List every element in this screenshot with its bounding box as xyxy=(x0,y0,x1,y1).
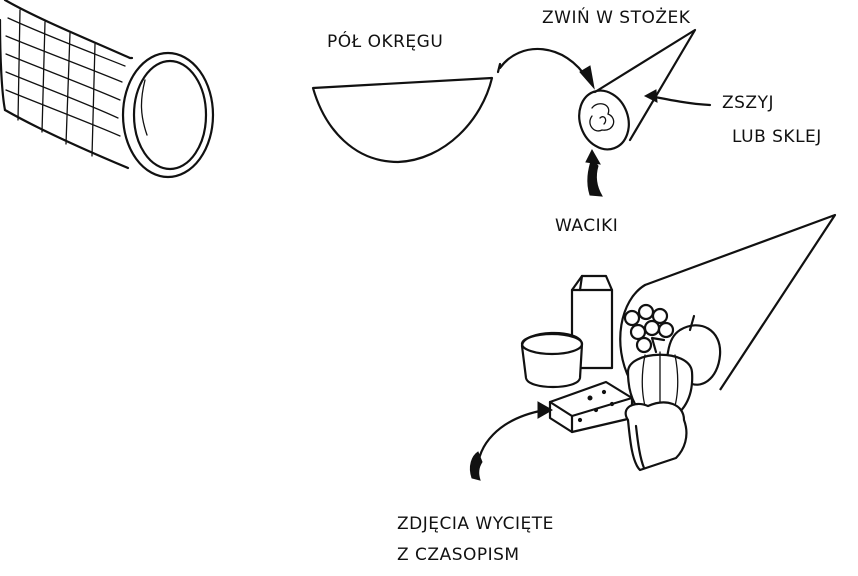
arrow-photos-icon xyxy=(469,401,554,481)
label-photos-line2: Z CZASOPISM xyxy=(397,545,520,565)
wicker-cornucopia-icon xyxy=(0,0,215,179)
half-circle-shape-icon xyxy=(311,76,494,164)
label-roll-cone: ZWIŃ W STOŻEK xyxy=(542,8,691,28)
arrow-cotton-icon xyxy=(585,148,603,197)
arrow-to-cone-icon xyxy=(496,47,595,90)
label-photos-line1: ZDJĘCIA WYCIĘTE xyxy=(397,514,554,534)
label-half-circle: PÓŁ OKRĘGU xyxy=(327,32,444,52)
paper-cone-icon xyxy=(578,28,697,151)
label-sew-line2: LUB SKLEJ xyxy=(732,127,822,147)
label-sew-line1: ZSZYJ xyxy=(722,93,774,113)
food-cornucopia-icon xyxy=(520,213,837,472)
label-cotton: WACIKI xyxy=(555,216,619,236)
arrow-sew-icon xyxy=(643,89,712,107)
